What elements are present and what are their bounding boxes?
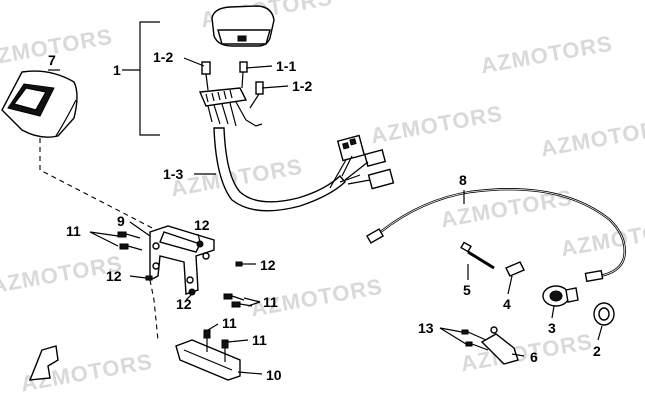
label-part-9: 9 [117, 213, 125, 229]
speedometer-cable [365, 188, 626, 283]
label-part-10: 10 [266, 367, 282, 383]
label-part-12: 12 [194, 217, 210, 233]
label-part-11: 11 [252, 332, 267, 348]
label-part-12: 12 [176, 296, 192, 312]
label-part-4: 4 [503, 296, 511, 312]
label-part-11: 11 [263, 294, 278, 310]
group-bracket [139, 21, 160, 136]
label-part-12: 12 [106, 268, 122, 284]
label-part-7: 7 [48, 52, 56, 68]
speedometer-assembly [198, 5, 275, 127]
wire-harness [213, 127, 395, 212]
label-part-12: 12 [260, 257, 276, 273]
bolt [460, 241, 495, 270]
bolt-set-upper [117, 231, 253, 308]
label-part-13: 13 [418, 320, 434, 336]
label-part-1-3: 1-3 [163, 166, 183, 182]
label-part-11: 11 [66, 223, 81, 239]
shaft [505, 261, 525, 277]
label-part-3: 3 [548, 320, 556, 336]
cable-guide [461, 326, 519, 365]
label-part-11: 11 [222, 315, 237, 331]
gear-housing [593, 302, 615, 326]
label-part-5: 5 [463, 282, 471, 298]
clip [28, 345, 59, 381]
label-part-2: 2 [593, 343, 601, 359]
label-part-6: 6 [530, 349, 538, 365]
leader-lines [48, 57, 603, 375]
label-part-1: 1 [113, 62, 121, 78]
drive-gear [542, 285, 579, 307]
label-part-1-2: 1-2 [292, 78, 312, 94]
meter-bracket [149, 225, 215, 295]
lower-bracket [175, 329, 241, 381]
label-part-1-2: 1-2 [153, 49, 173, 65]
label-part-1-1: 1-1 [276, 58, 296, 74]
meter-cover [1, 70, 78, 138]
label-part-8: 8 [459, 172, 467, 188]
